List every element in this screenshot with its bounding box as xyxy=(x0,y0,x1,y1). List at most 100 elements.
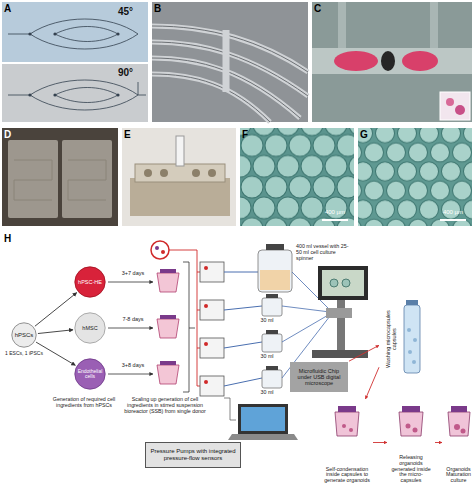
organoid xyxy=(413,428,418,433)
bioreactor-cap xyxy=(160,269,176,273)
scale-bar xyxy=(322,219,348,221)
bioreactor-icon xyxy=(157,361,179,384)
flow-arrow xyxy=(373,442,387,443)
nozzle xyxy=(381,51,395,71)
circle-shape xyxy=(75,359,105,389)
flow-arrow xyxy=(435,442,442,443)
bioreactor-icon xyxy=(157,269,179,292)
cell-dot xyxy=(155,246,159,250)
side-channel xyxy=(338,2,346,48)
bracket xyxy=(183,262,195,392)
panel-letter: D xyxy=(4,129,11,140)
microscope-head xyxy=(326,308,352,318)
duration-label: 7-8 days xyxy=(112,316,154,322)
port xyxy=(208,169,216,177)
caption-box: Microfluidic Chip under USB digital micr… xyxy=(290,362,348,392)
pump-light xyxy=(204,342,208,346)
flow-arrow xyxy=(38,330,73,334)
bioreactor-cap xyxy=(160,315,176,319)
capsule-micrograph xyxy=(358,128,472,226)
node-text: Microfluidic Chip under USB digital micr… xyxy=(292,368,346,386)
microchannel xyxy=(152,26,308,122)
stained-cell xyxy=(446,98,454,106)
scale-label: 400 µm xyxy=(436,209,470,216)
scale-label: 400 µm xyxy=(318,209,352,216)
organoid xyxy=(349,428,353,432)
chip-channel xyxy=(14,160,106,200)
organoid xyxy=(454,424,460,430)
circle-shape xyxy=(75,267,105,297)
step-caption: Generation of required cell ingredients … xyxy=(48,397,120,409)
port xyxy=(192,169,200,177)
caption-box: Pressure Pumps with integrated pressure-… xyxy=(145,442,241,468)
panel-letter: A xyxy=(4,3,11,14)
scale-bar xyxy=(440,219,466,221)
inset-photo xyxy=(440,92,470,120)
bottle xyxy=(262,334,282,352)
volume-label: 30 ml xyxy=(252,318,282,324)
flow-arrow xyxy=(108,328,153,329)
pump xyxy=(200,300,224,320)
angle-label: 45° xyxy=(118,6,133,17)
device-photo xyxy=(122,128,236,226)
capsule xyxy=(342,279,350,287)
channel-render xyxy=(152,2,308,122)
pressure-pump-stack xyxy=(200,262,224,396)
junction-dot xyxy=(53,32,56,35)
panel-letter: F xyxy=(242,129,248,140)
node-text: Self-condensation inside capsules to gen… xyxy=(324,467,370,484)
junction-dot xyxy=(28,32,31,35)
microchannel xyxy=(223,30,230,92)
channel-edge xyxy=(152,26,308,122)
process-step: Self-condensation inside capsules to gen… xyxy=(322,400,372,485)
bioreactor-icon xyxy=(157,315,179,338)
pump xyxy=(200,376,224,396)
chip-photo xyxy=(312,2,472,122)
culture-flask-icon xyxy=(335,406,359,436)
flask-body xyxy=(448,412,470,436)
microscope-stand xyxy=(337,300,345,352)
capsule xyxy=(412,360,416,364)
stained-cell xyxy=(455,105,465,115)
culture-flask-icon xyxy=(399,406,423,436)
node-text: hPSCs xyxy=(15,332,34,339)
laptop-base xyxy=(228,434,298,440)
node-text: Pressure Pumps with integrated pressure-… xyxy=(148,448,238,461)
junction-dot xyxy=(116,93,119,96)
washing-column xyxy=(404,305,420,373)
pump-light xyxy=(204,304,208,308)
organoid xyxy=(342,424,346,428)
flask-body xyxy=(335,412,359,436)
microscope-screen xyxy=(318,266,368,300)
flow-arrow xyxy=(108,374,153,375)
laptop-screen xyxy=(238,404,288,434)
step-caption: Scaling up generation of cell ingredient… xyxy=(124,397,206,414)
spinner-vessel xyxy=(258,250,292,292)
angle-label: 90° xyxy=(118,67,133,78)
flask-cap xyxy=(402,406,420,412)
duration-label: 3+8 days xyxy=(112,362,154,368)
node-text: Endothelial cells xyxy=(76,369,104,380)
organoid xyxy=(406,424,411,429)
port xyxy=(160,169,168,177)
flow-arrow xyxy=(365,367,379,399)
cell-source-circle: hPSCs xyxy=(11,322,37,348)
bioreactor-cap xyxy=(160,361,176,365)
bioreactor-body xyxy=(157,273,179,292)
side-channel xyxy=(430,2,438,48)
bottle-cap xyxy=(266,366,278,370)
bioreactor-body xyxy=(157,319,179,338)
capsule xyxy=(330,279,338,287)
flow-arrow xyxy=(349,345,379,361)
bottle-cap xyxy=(266,330,278,334)
capsule xyxy=(407,328,411,332)
cell-type-circle: Endothelial cells xyxy=(74,358,106,390)
pdms-chip xyxy=(62,140,112,218)
channel-outline xyxy=(8,80,146,110)
junction-dot xyxy=(53,93,56,96)
process-step: Washing microcapsules capsules xyxy=(380,300,402,378)
pump-light xyxy=(204,266,208,270)
bottle xyxy=(262,370,282,388)
